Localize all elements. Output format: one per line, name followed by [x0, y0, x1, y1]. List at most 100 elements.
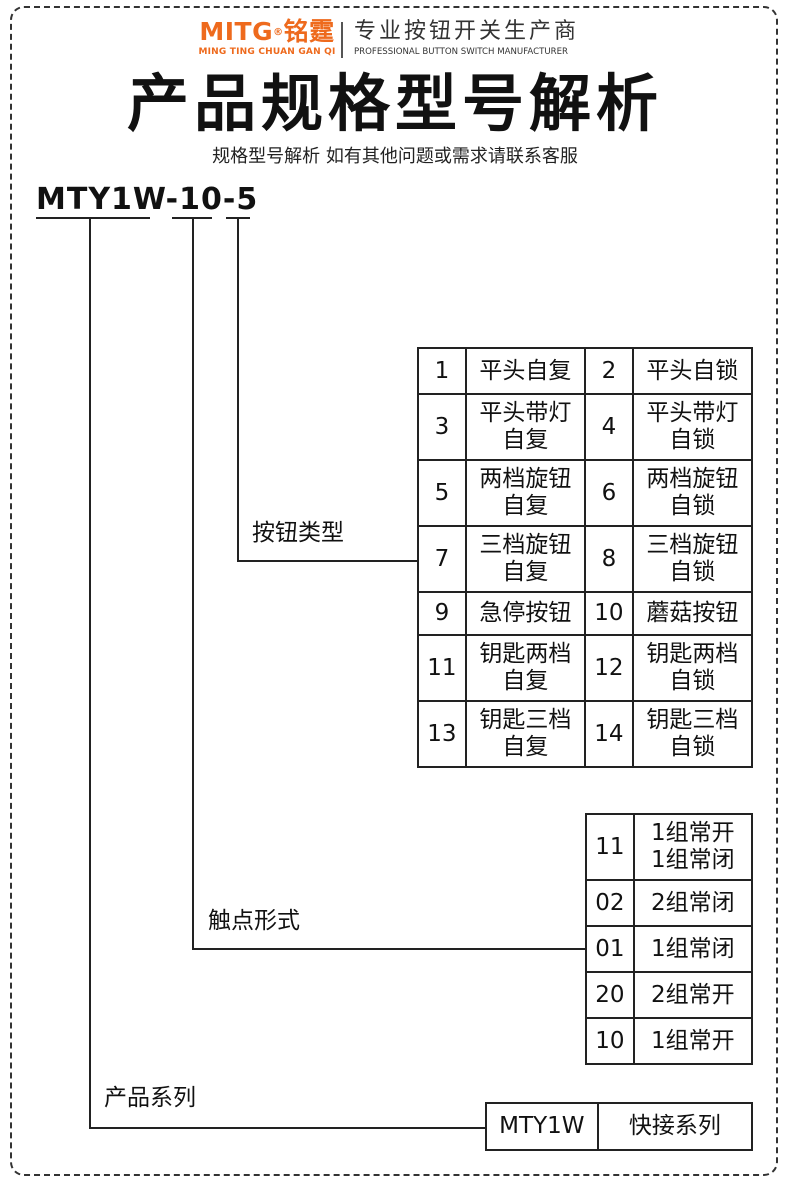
- spec-name-cell: 2组常闭: [632, 879, 754, 927]
- spec-name-line: 钥匙两档: [479, 641, 572, 667]
- spec-code-cell: 5: [417, 459, 467, 527]
- model-contact-code: 10: [179, 182, 223, 217]
- brand-separator: [341, 22, 343, 58]
- table-row: MTY1W 快接系列: [485, 1102, 754, 1151]
- spec-name-cell: 急停按钮: [464, 591, 586, 636]
- series-table: MTY1W 快接系列: [485, 1102, 754, 1151]
- spec-name-cell: 蘑菇按钮: [631, 591, 754, 636]
- spec-name-line: 蘑菇按钮: [646, 600, 739, 626]
- spec-name-cell: 平头自锁: [631, 347, 754, 395]
- table-row: 01 1组常闭: [585, 925, 754, 973]
- brand-pinyin: MING TING CHUAN GAN QI: [198, 47, 336, 57]
- spec-name-line: 2组常闭: [651, 889, 735, 916]
- brand-slogan-en: PROFESSIONAL BUTTON SWITCH MANUFACTURER: [354, 47, 569, 57]
- spec-name-cell: 钥匙三档自复: [464, 700, 586, 768]
- spec-code-cell: 01: [585, 925, 635, 973]
- spec-code-cell: 9: [417, 591, 467, 636]
- spec-code-cell: 14: [583, 700, 634, 768]
- spec-code-cell: 11: [585, 813, 635, 881]
- spec-name-cell: 平头自复: [464, 347, 586, 395]
- spec-name-cell: 钥匙两档自复: [464, 634, 586, 702]
- spec-code-cell: 8: [583, 525, 634, 593]
- model-type-code: 5: [236, 182, 259, 217]
- spec-name-line: 自复: [502, 427, 549, 453]
- model-dash: -: [165, 182, 180, 217]
- brand-slogan: 专业按钮开关生产商: [354, 19, 580, 44]
- spec-name-line: 急停按钮: [479, 600, 572, 626]
- spec-name-line: 三档旋钮: [646, 532, 739, 558]
- spec-name-line: 自复: [502, 559, 549, 585]
- spec-code-cell: 2: [583, 347, 634, 395]
- spec-code-cell: 10: [583, 591, 634, 636]
- spec-name-cell: 两档旋钮自复: [464, 459, 586, 527]
- spec-name-cell: 钥匙两档自锁: [631, 634, 754, 702]
- registered-mark: ®: [273, 27, 284, 38]
- page-title: 产品规格型号解析: [126, 67, 663, 140]
- spec-name-line: 三档旋钮: [479, 532, 572, 558]
- spec-name-line: 钥匙三档: [646, 707, 739, 733]
- page-subtitle: 规格型号解析 如有其他问题或需求请联系客服: [212, 146, 578, 167]
- spec-name-line: 平头自复: [479, 357, 572, 384]
- brand-logo-text: MITG®铭霆: [187, 18, 347, 46]
- spec-code-cell: 10: [585, 1017, 635, 1065]
- spec-name-cell: 三档旋钮自锁: [631, 525, 754, 593]
- table-row: 02 2组常闭: [585, 879, 754, 927]
- spec-code-cell: 11: [417, 634, 467, 702]
- contact-connector: [192, 218, 586, 950]
- spec-code-cell: 12: [583, 634, 634, 702]
- spec-code-cell: 13: [417, 700, 467, 768]
- spec-code-cell: 4: [583, 393, 634, 461]
- spec-code-cell: 6: [583, 459, 634, 527]
- spec-name-cell: 1组常开: [632, 1017, 754, 1065]
- series-label: 产品系列: [104, 1085, 196, 1111]
- spec-code-cell: 7: [417, 525, 467, 593]
- table-row: 9 急停按钮 10 蘑菇按钮: [417, 591, 754, 636]
- table-row: 10 1组常开: [585, 1017, 754, 1065]
- spec-name-line: 自锁: [669, 559, 716, 585]
- spec-code-cell: 3: [417, 393, 467, 461]
- spec-name-line: 自锁: [669, 493, 716, 519]
- spec-code-cell: 02: [585, 879, 635, 927]
- spec-name-line: 自锁: [669, 734, 716, 760]
- spec-name-line: 1组常开: [651, 1027, 735, 1054]
- series-name-cell: 快接系列: [596, 1102, 754, 1151]
- brand-tagline: 专业按钮开关生产商 PROFESSIONAL BUTTON SWITCH MAN…: [354, 18, 579, 58]
- spec-name-line: 自锁: [669, 668, 716, 694]
- spec-name-line: 两档旋钮: [646, 466, 739, 492]
- spec-name-cell: 三档旋钮自复: [464, 525, 586, 593]
- table-row: 20 2组常开: [585, 971, 754, 1019]
- spec-name-cell: 1组常闭: [632, 925, 754, 973]
- spec-name-line: 平头带灯: [646, 400, 739, 426]
- spec-name-line: 自锁: [669, 427, 716, 453]
- brand-logo-latin: MITG: [199, 17, 274, 46]
- series-connector: [89, 218, 486, 1129]
- spec-name-line: 平头自锁: [646, 357, 739, 384]
- spec-name-line: 1组常开: [651, 820, 735, 846]
- spec-name-cell: 平头带灯自锁: [631, 393, 754, 461]
- series-code-cell: MTY1W: [485, 1102, 599, 1151]
- spec-code-cell: 20: [585, 971, 635, 1019]
- spec-name-cell: 2组常开: [632, 971, 754, 1019]
- dashed-frame: [10, 6, 778, 1176]
- spec-name-line: 钥匙两档: [646, 641, 739, 667]
- spec-name-line: 自复: [502, 493, 549, 519]
- spec-code-cell: 1: [417, 347, 467, 395]
- spec-name-cell: 平头带灯自复: [464, 393, 586, 461]
- model-dash: -: [222, 182, 237, 217]
- spec-name-line: 1组常闭: [651, 935, 735, 962]
- model-code: MTY1W-10-5: [36, 180, 258, 220]
- spec-name-line: 两档旋钮: [479, 466, 572, 492]
- spec-name-cell: 钥匙三档自锁: [631, 700, 754, 768]
- model-series: MTY1W: [36, 182, 166, 217]
- spec-name-line: 2组常开: [651, 981, 735, 1008]
- spec-name-line: 自复: [502, 734, 549, 760]
